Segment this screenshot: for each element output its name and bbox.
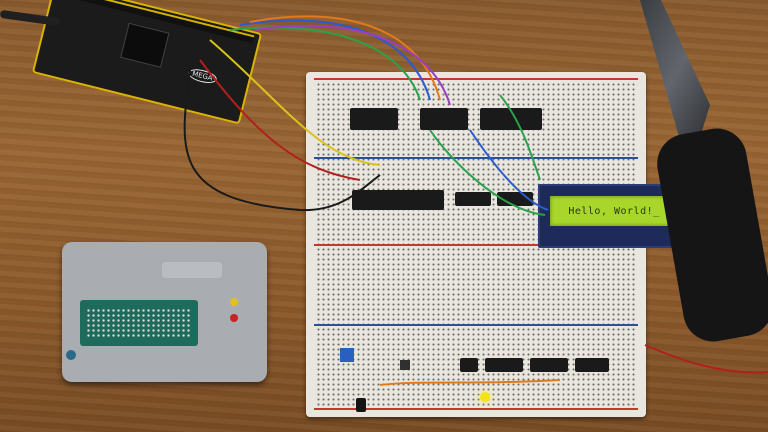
wire (379, 379, 561, 386)
ic-chip (455, 192, 491, 206)
ic-chip (575, 358, 609, 372)
potentiometer (340, 348, 354, 362)
wire (499, 94, 541, 181)
wire (229, 26, 421, 101)
lcd-screen: Hello, World!_ (550, 196, 678, 226)
wire (249, 15, 441, 101)
ic-chip (420, 108, 468, 130)
indicator-led (230, 298, 238, 306)
zif-lever (66, 350, 76, 360)
ic-chip (460, 358, 478, 372)
wire (209, 39, 381, 166)
power-rail-red (314, 78, 638, 80)
wire (254, 24, 451, 106)
power-rail-blue (314, 324, 638, 326)
ic-chip (352, 190, 444, 210)
ic-chip (530, 358, 568, 372)
ic-chip (480, 108, 542, 130)
capacitor (356, 398, 366, 412)
zif-socket (80, 300, 198, 346)
ic-chip (485, 358, 523, 372)
programmer-label-area (162, 262, 222, 278)
wire (183, 69, 381, 212)
push-button (400, 360, 410, 370)
ic-chip (350, 108, 398, 130)
zif-pins (86, 308, 192, 338)
indicator-led (230, 314, 238, 322)
wire (429, 129, 546, 216)
led-lit (480, 392, 490, 402)
wire (644, 344, 768, 374)
lcd-text: Hello, World!_ (568, 205, 660, 217)
eeprom-programmer (62, 242, 267, 382)
wire (199, 59, 361, 181)
wire (239, 19, 431, 101)
wire (469, 129, 549, 211)
power-rail-red (314, 408, 638, 410)
power-rail-red (314, 244, 638, 246)
power-rail-blue (314, 157, 638, 159)
